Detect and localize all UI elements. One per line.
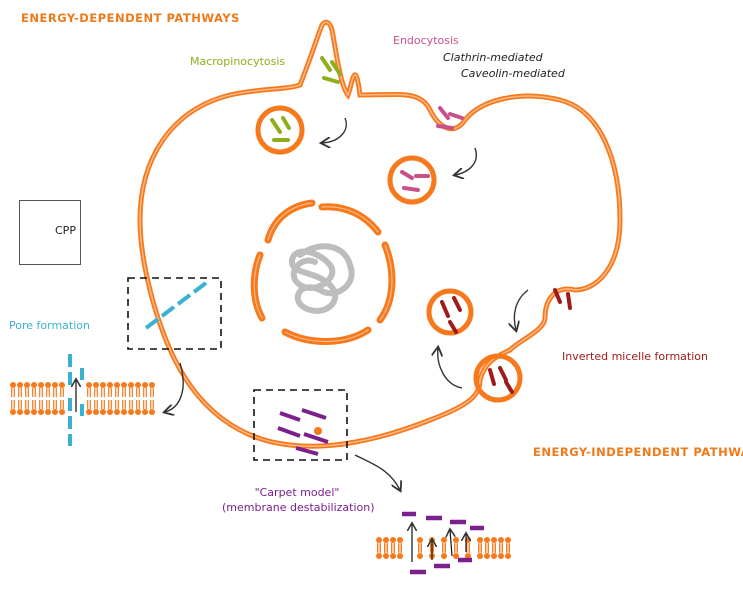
cell-membrane-inner: [139, 21, 621, 448]
arrow-endocytosis: [455, 147, 477, 175]
lipid-head: [498, 537, 504, 543]
lipid-head: [505, 553, 511, 559]
lipid-head: [453, 553, 459, 559]
macropinocytosis-cpp: [320, 56, 342, 84]
lipid-head: [31, 382, 37, 388]
lipid-head: [390, 537, 396, 543]
macropinocytosis-vesicle: [255, 105, 305, 155]
micelle-membrane-cpp: [553, 288, 572, 310]
lipid-head: [17, 409, 23, 415]
lipid-head: [397, 553, 403, 559]
carpet-cpp: [277, 408, 329, 456]
lipid-head: [376, 553, 382, 559]
lipid-head: [121, 382, 127, 388]
lipid-head: [484, 537, 490, 543]
macropinocytosis-label: Macropinocytosis: [190, 55, 286, 68]
nucleus-inner: [253, 202, 393, 343]
carpet-bilayer: [376, 511, 511, 575]
arrow-micelle-release: [438, 348, 463, 389]
lipid-head: [52, 382, 58, 388]
carpet-model-sublabel: (membrane destabilization): [222, 501, 375, 514]
endocytosis-label: Endocytosis: [393, 34, 459, 47]
lipid-head: [142, 409, 148, 415]
micelle-vesicle-upper: [426, 288, 474, 336]
endocytosis-cpp: [436, 106, 464, 130]
arrow-micelle-entry: [514, 289, 529, 330]
lipid-head: [397, 537, 403, 543]
nucleus-dna: [289, 243, 355, 314]
arrow-pore: [165, 362, 184, 412]
lipid-head: [24, 409, 30, 415]
lipid-head: [484, 553, 490, 559]
arrow-macropinocytosis: [322, 117, 347, 143]
lipid-head: [505, 537, 511, 543]
lipid-head: [390, 553, 396, 559]
pathway-arrows: [165, 117, 529, 490]
lipid-head: [24, 382, 30, 388]
lipid-head: [93, 409, 99, 415]
lipid-head: [100, 382, 106, 388]
energy-independent-title: ENERGY-INDEPENDENT PATHWAYS: [533, 445, 743, 459]
lipid-head: [149, 382, 155, 388]
lipid-head: [114, 382, 120, 388]
clathrin-label: Clathrin-mediated: [443, 51, 543, 64]
lipid-head: [86, 382, 92, 388]
lipid-head: [59, 409, 65, 415]
lipid-head: [491, 537, 497, 543]
lipid-head: [107, 382, 113, 388]
carpet-model-label: "Carpet model": [254, 486, 340, 499]
legend-box: [19, 200, 81, 265]
lipid-head: [417, 537, 423, 543]
lipid-head: [491, 553, 497, 559]
inverted-micelle-label: Inverted micelle formation: [562, 350, 708, 363]
carpet-zoom-box: [253, 389, 348, 461]
caveolin-label: Caveolin-mediated: [461, 67, 565, 80]
lipid-head: [477, 537, 483, 543]
pore-zoom-box: [127, 277, 222, 350]
carpet-lipid-head: [314, 427, 322, 435]
lipid-head: [59, 382, 65, 388]
lipid-head: [52, 409, 58, 415]
lipid-head: [45, 409, 51, 415]
lipid-head: [498, 553, 504, 559]
lipid-head: [100, 409, 106, 415]
lipid-head: [465, 553, 471, 559]
lipid-head: [38, 382, 44, 388]
lipid-head: [10, 382, 16, 388]
lipid-head: [121, 409, 127, 415]
endocytosis-vesicle: [387, 155, 437, 205]
lipid-head: [383, 553, 389, 559]
lipid-head: [149, 409, 155, 415]
lipid-head: [441, 553, 447, 559]
pore-formation-label: Pore formation: [9, 319, 90, 332]
lipid-head: [10, 409, 16, 415]
lipid-head: [477, 553, 483, 559]
energy-dependent-title: ENERGY-DEPENDENT PATHWAYS: [21, 11, 240, 25]
lipid-head: [128, 409, 134, 415]
lipid-head: [453, 537, 459, 543]
lipid-head: [135, 382, 141, 388]
pore-cpp: [144, 281, 208, 330]
pore-bilayer: [10, 354, 155, 446]
lipid-head: [417, 553, 423, 559]
lipid-head: [31, 409, 37, 415]
lipid-head: [86, 409, 92, 415]
lipid-head: [135, 409, 141, 415]
lipid-head: [376, 537, 382, 543]
lipid-head: [441, 537, 447, 543]
lipid-head: [383, 537, 389, 543]
lipid-head: [93, 382, 99, 388]
lipid-head: [142, 382, 148, 388]
micelle-vesicle-lower: [473, 353, 523, 403]
lipid-head: [128, 382, 134, 388]
lipid-head: [38, 409, 44, 415]
legend-cpp-label: CPP: [55, 224, 76, 237]
lipid-head: [45, 382, 51, 388]
arrow-carpet: [354, 454, 400, 490]
lipid-head: [107, 409, 113, 415]
lipid-head: [17, 382, 23, 388]
lipid-head: [114, 409, 120, 415]
